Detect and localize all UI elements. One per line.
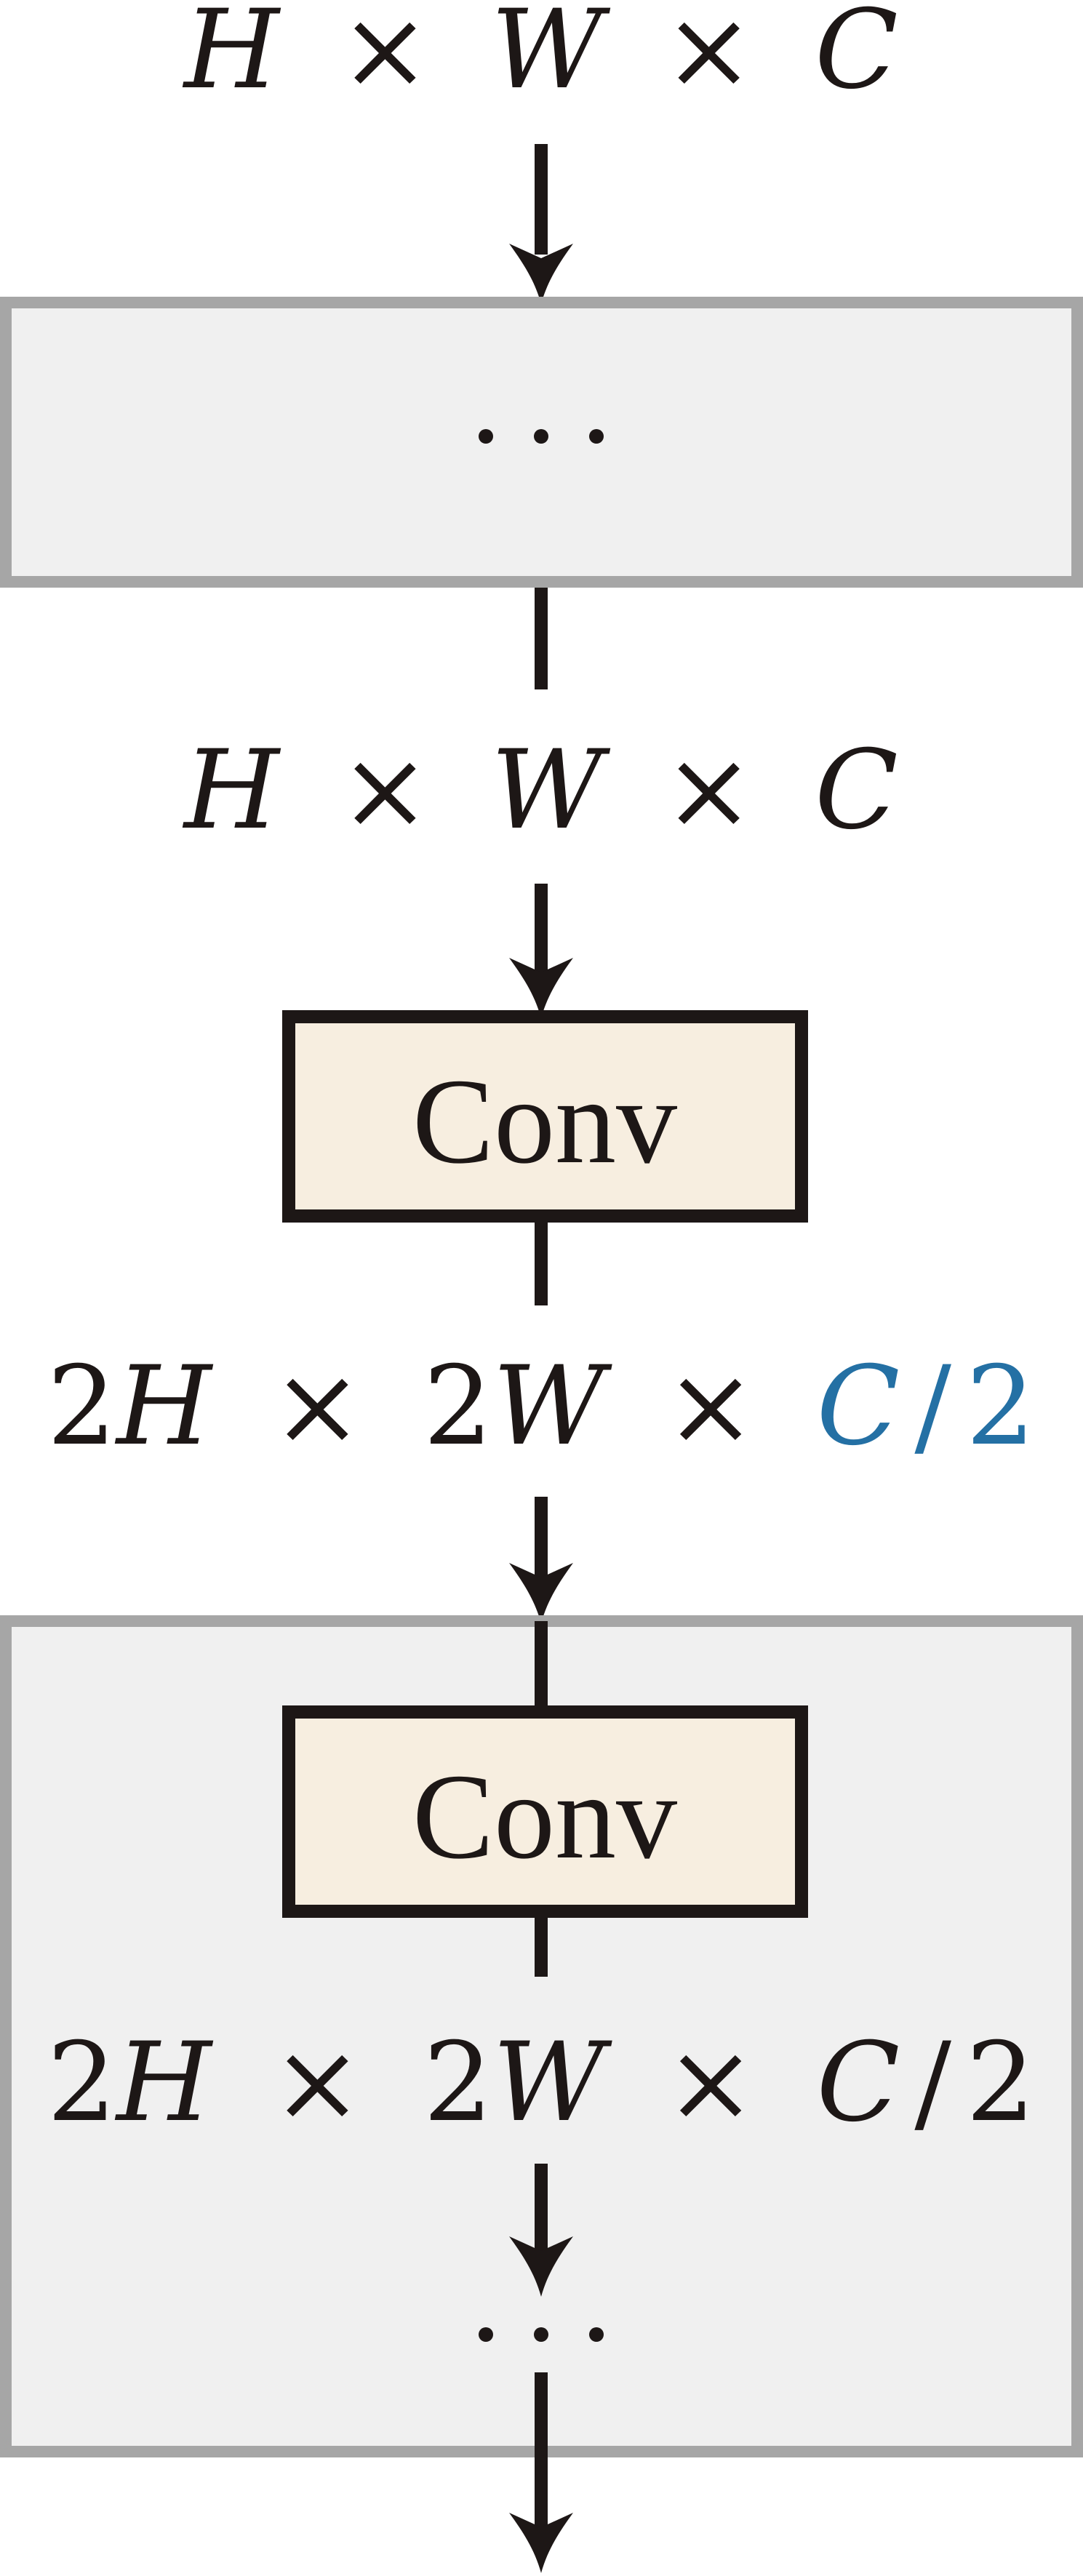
upsampled-shape-label: 2H × 2W × C/2 <box>47 2020 1036 2146</box>
arrowhead-icon <box>509 2236 573 2297</box>
arrowhead-icon <box>509 958 573 1018</box>
conv-label-2: Conv <box>412 1749 677 1884</box>
conv-box-1 <box>282 1010 808 1223</box>
input-shape-label: H × W × C <box>182 0 898 113</box>
upsampled-shape-label-highlighted: 2H × 2W × C/2 <box>47 1343 1036 1470</box>
arrow-output <box>509 2372 573 2573</box>
arrowhead-icon <box>509 2513 573 2573</box>
mid-shape-label: H × W × C <box>182 727 898 854</box>
arrow-input-to-block <box>509 144 573 304</box>
arrow-to-bottom-block <box>509 1497 573 1623</box>
ellipsis-icon <box>479 429 604 444</box>
arrow-to-inner-ellipsis <box>509 2164 573 2297</box>
arrowhead-icon <box>509 1563 573 1623</box>
arrowhead-icon <box>509 244 573 304</box>
conv-box-2 <box>282 1705 808 1918</box>
ellipsis-icon <box>479 2327 604 2342</box>
arrow-to-conv-1 <box>509 884 573 1018</box>
conv-label-1: Conv <box>412 1054 677 1189</box>
